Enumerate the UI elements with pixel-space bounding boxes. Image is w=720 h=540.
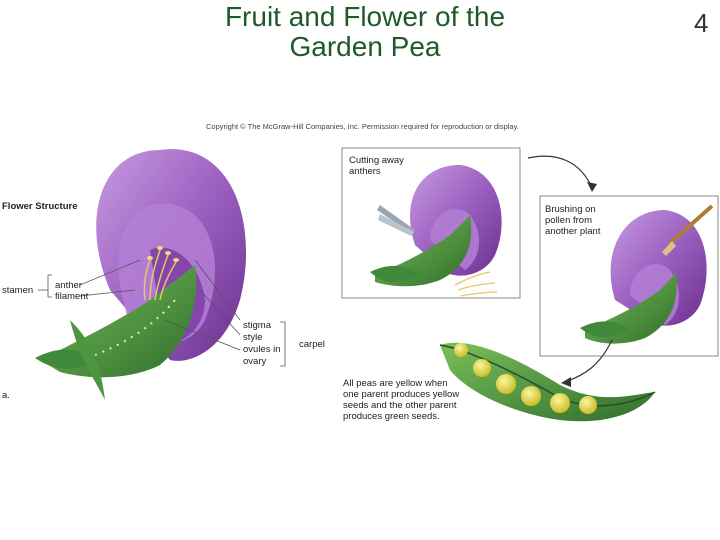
step1-flower xyxy=(370,165,502,297)
label-anther: anther xyxy=(55,280,82,291)
flower-structure-heading: Flower Structure xyxy=(2,201,78,212)
result-line-4: produces green seeds. xyxy=(343,411,440,422)
slide-title: Fruit and Flower of the Garden Pea xyxy=(150,2,580,62)
copyright-notice: Copyright © The McGraw-Hill Companies, I… xyxy=(206,122,519,131)
slide-number: 4 xyxy=(694,8,709,38)
step1-line-2: anthers xyxy=(349,166,381,177)
label-ovary: ovary xyxy=(243,356,267,367)
step1-line-1: Cutting away xyxy=(349,155,404,166)
result-line-2: one parent produces yellow xyxy=(343,389,460,400)
step2-line-1: Brushing on xyxy=(545,204,596,215)
step2-flower xyxy=(580,204,714,344)
step1-caption: Cutting away anthers xyxy=(349,155,404,177)
title-line-2: Garden Pea xyxy=(289,31,441,62)
label-stamen: stamen xyxy=(2,285,34,296)
panel-label: a. xyxy=(2,390,10,401)
step2-line-2: pollen from xyxy=(545,215,592,226)
result-caption: All peas are yellow when one parent prod… xyxy=(343,378,459,422)
result-line-3: seeds and the other parent xyxy=(343,400,457,411)
main-flower xyxy=(35,149,247,400)
label-leader-lines xyxy=(38,259,286,367)
pea-pod-result xyxy=(439,342,656,422)
label-filament: filament xyxy=(55,291,89,302)
result-line-1: All peas are yellow when xyxy=(343,378,448,389)
label-carpel: carpel xyxy=(299,339,325,350)
title-line-1: Fruit and Flower of the xyxy=(224,1,506,32)
label-ovules: ovules in xyxy=(243,344,281,355)
label-stigma: stigma xyxy=(243,320,271,331)
label-style: style xyxy=(243,332,263,343)
step2-caption: Brushing on pollen from another plant xyxy=(545,204,600,237)
step2-line-3: another plant xyxy=(545,226,601,237)
